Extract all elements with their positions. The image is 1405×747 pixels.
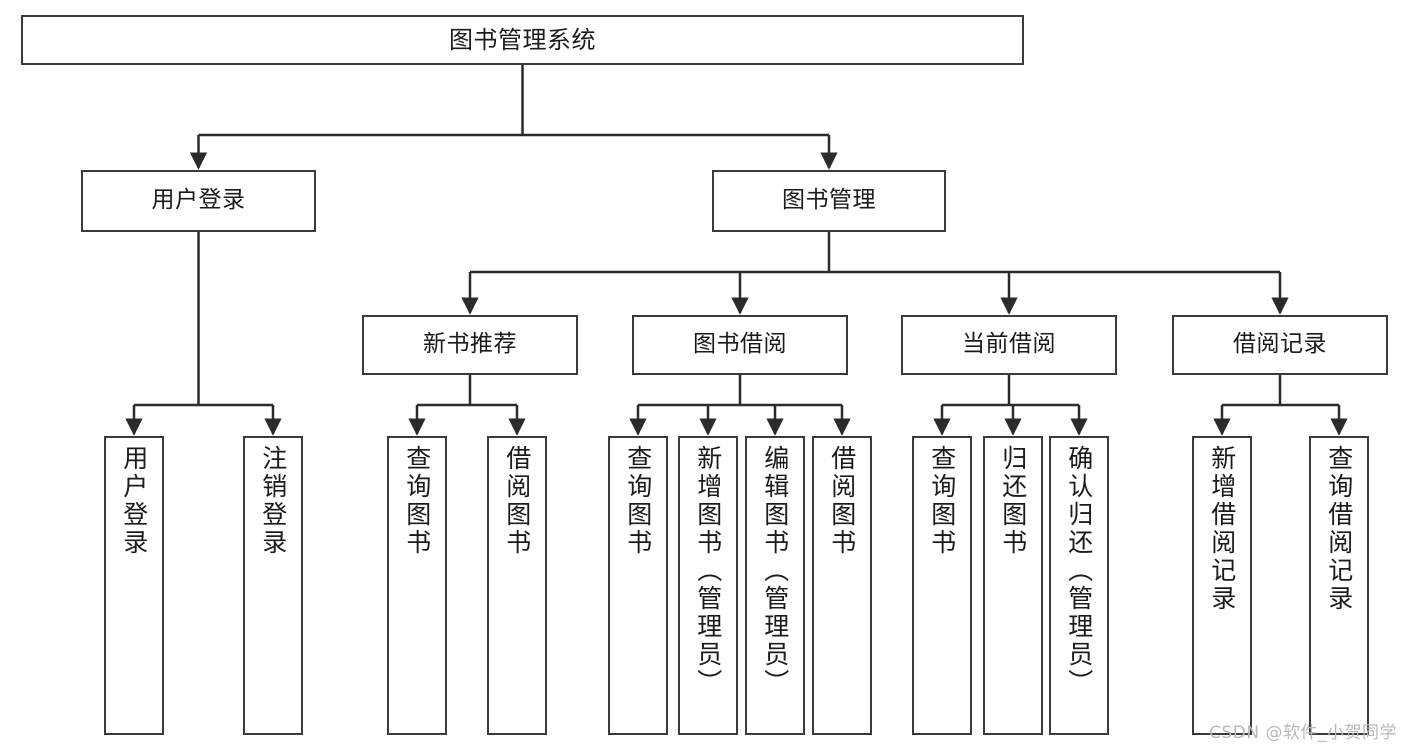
node-root[interactable]: 图书管理系统 (21, 15, 1024, 65)
node-leaf-6[interactable]: 新增图书（管理员） (678, 436, 738, 735)
node-label: 借阅图书 (827, 445, 857, 557)
edge-paths (125, 65, 1348, 436)
node-leaf-9[interactable]: 查询图书 (912, 436, 972, 735)
node-label: 新增借阅记录 (1207, 445, 1237, 613)
node-leaf-7[interactable]: 编辑图书（管理员） (745, 436, 805, 735)
node-label: 查询图书 (623, 445, 653, 557)
node-leaf-2[interactable]: 注销登录 (243, 436, 303, 735)
node-label: 查询图书 (927, 445, 957, 557)
node-leaf-12[interactable]: 新增借阅记录 (1192, 436, 1252, 735)
node-label: 用户登录 (119, 445, 149, 557)
node-leaf-5[interactable]: 查询图书 (608, 436, 668, 735)
node-label: 图书管理系统 (449, 25, 596, 54)
node-label: 注销登录 (258, 445, 288, 557)
node-records[interactable]: 借阅记录 (1172, 315, 1388, 375)
node-leaf-8[interactable]: 借阅图书 (812, 436, 872, 735)
node-label: 新书推荐 (423, 331, 517, 358)
node-label: 新增图书（管理员） (693, 445, 723, 697)
node-leaf-4[interactable]: 借阅图书 (487, 436, 547, 735)
node-label: 查询图书 (402, 445, 432, 557)
node-label: 编辑图书（管理员） (760, 445, 790, 697)
node-label: 查询借阅记录 (1324, 445, 1354, 613)
node-leaf-3[interactable]: 查询图书 (387, 436, 447, 735)
node-label: 图书借阅 (693, 331, 787, 358)
node-label: 借阅记录 (1233, 331, 1327, 358)
node-label: 借阅图书 (502, 445, 532, 557)
node-newbook[interactable]: 新书推荐 (362, 315, 578, 375)
node-bookmgmt[interactable]: 图书管理 (712, 170, 946, 232)
node-label: 图书管理 (782, 187, 876, 214)
node-label: 归还图书 (998, 445, 1028, 557)
node-label: 用户登录 (151, 187, 246, 214)
node-leaf-13[interactable]: 查询借阅记录 (1309, 436, 1369, 735)
node-borrow[interactable]: 图书借阅 (632, 315, 848, 375)
node-leaf-1[interactable]: 用户登录 (104, 436, 164, 735)
watermark-label: CSDN @软件_小贺同学 (1209, 723, 1397, 743)
node-leaf-11[interactable]: 确认归还（管理员） (1049, 436, 1109, 735)
node-login[interactable]: 用户登录 (81, 170, 316, 232)
node-leaf-10[interactable]: 归还图书 (983, 436, 1043, 735)
node-label: 当前借阅 (962, 331, 1056, 358)
node-current[interactable]: 当前借阅 (901, 315, 1117, 375)
node-label: 确认归还（管理员） (1064, 445, 1094, 697)
